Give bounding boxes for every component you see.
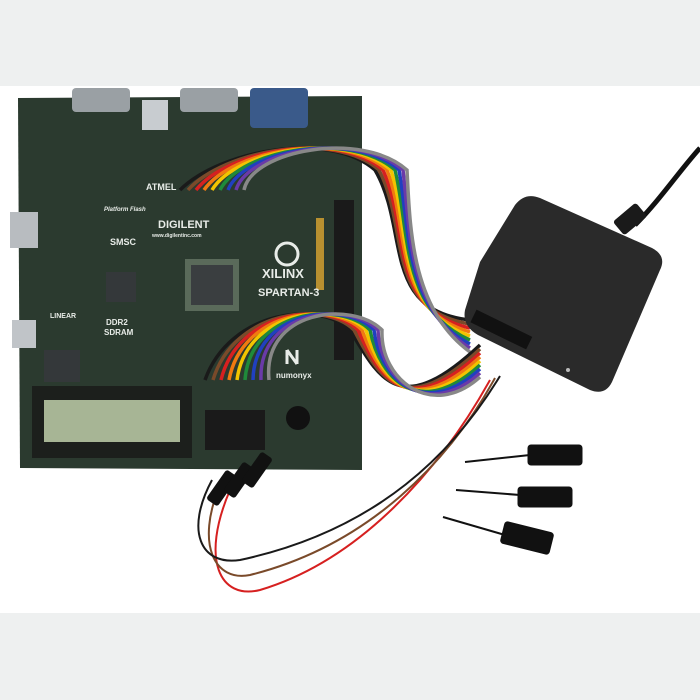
hook-probes (442, 444, 583, 555)
usb-connector (142, 100, 168, 130)
digilent-url: www.digilentinc.com (151, 233, 202, 239)
probe-wires (197, 375, 501, 593)
numonyx-logo: numonyx (276, 371, 312, 380)
linear-label: LINEAR (50, 313, 76, 320)
ethernet-jack (10, 212, 38, 248)
serial-connector (72, 88, 130, 112)
fpga-chip (185, 259, 239, 311)
rotary-knob (286, 406, 310, 430)
chip (44, 350, 80, 382)
usb-plug (613, 203, 647, 235)
sdram-label: SDRAM (104, 328, 134, 337)
fpga-board: ATMEL Platform Flash DIGILENT www.digile… (10, 88, 362, 470)
top-band (0, 0, 700, 86)
lcd-screen (44, 400, 180, 442)
xilinx-emblem (274, 241, 300, 267)
wire (235, 312, 482, 393)
logic-analyzer (464, 196, 663, 392)
status-led (566, 368, 570, 372)
probe-clips-on-board (207, 452, 272, 506)
analyzer-connector (470, 309, 533, 350)
wire (242, 146, 472, 354)
ddr2-label: DDR2 (106, 318, 128, 327)
wire (219, 312, 482, 390)
wire-bundle-top (178, 146, 472, 354)
wire (227, 312, 482, 391)
atmel-label: ATMEL (146, 182, 177, 192)
digilent-logo: DIGILENT (158, 219, 210, 231)
wire-bundle-bottom (203, 312, 482, 397)
xilinx-logo: XILINX (262, 266, 304, 281)
smsc-label: SMSC (110, 237, 137, 247)
serial-connector (180, 88, 238, 112)
blue-serial-connector (250, 88, 308, 128)
bottom-band (0, 613, 700, 700)
platform-flash-label: Platform Flash (104, 207, 146, 213)
expansion-connector (316, 218, 324, 290)
chip (106, 272, 136, 302)
numonyx-emblem (285, 349, 299, 365)
wire (267, 312, 482, 397)
slide-switches (205, 410, 265, 450)
header-connector (334, 200, 354, 360)
usb-port (12, 320, 36, 348)
spartan3-label: SPARTAN-3 (258, 287, 319, 299)
